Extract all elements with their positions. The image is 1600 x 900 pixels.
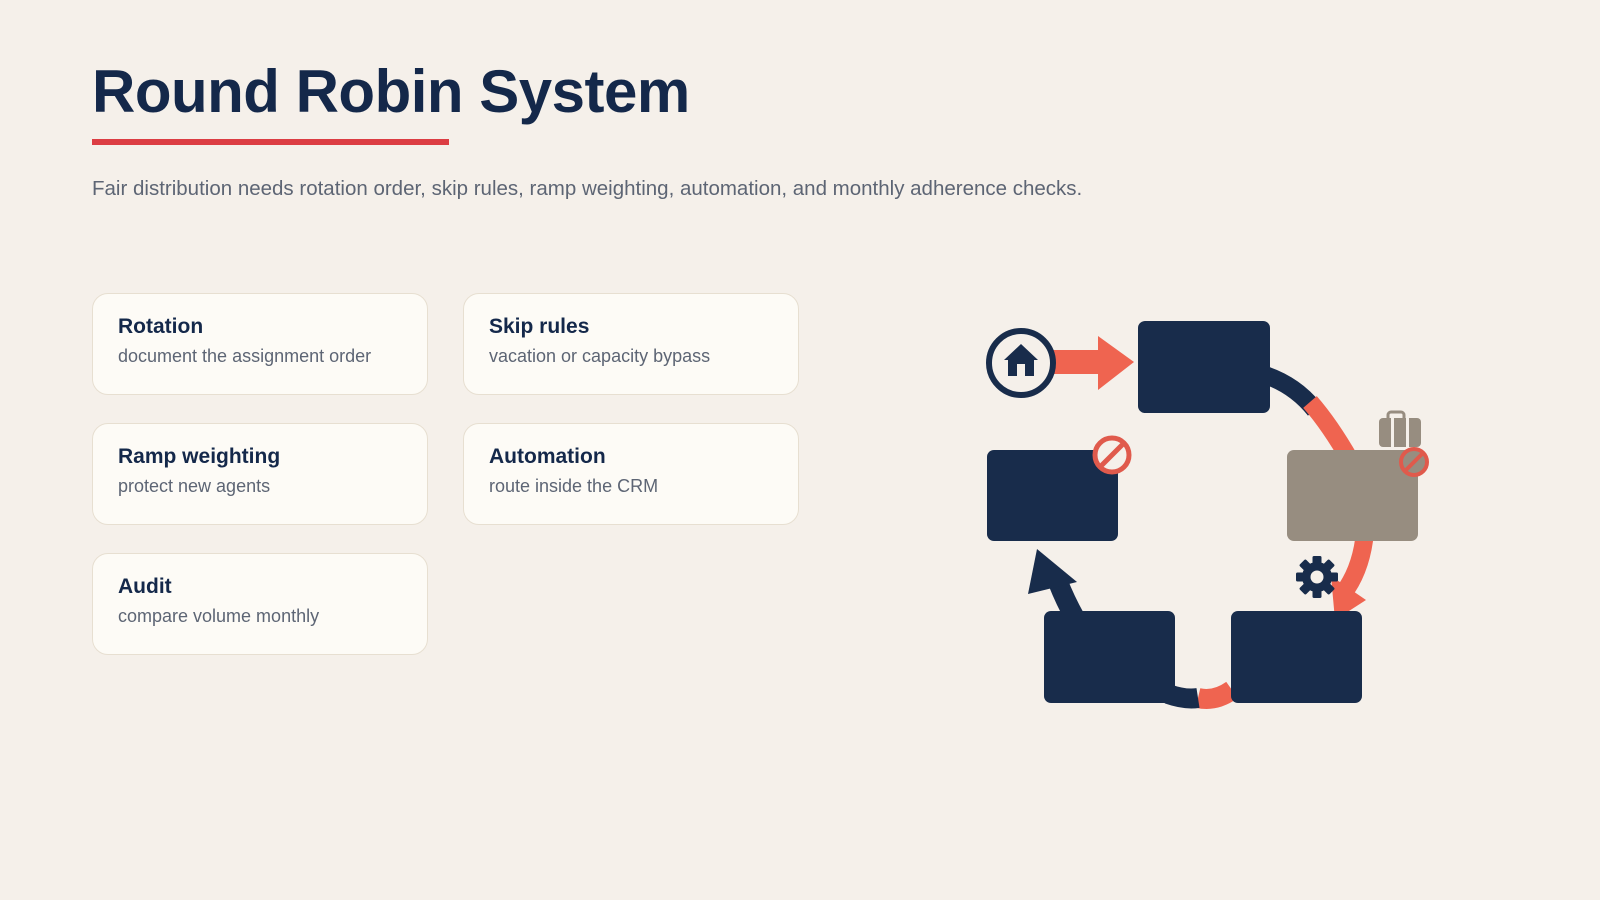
connector-bottom — [1195, 681, 1238, 709]
arrowhead-home — [1098, 336, 1134, 390]
card-title: Automation — [489, 445, 606, 468]
arrowhead-right-bottom — [1331, 576, 1366, 620]
card-description: compare volume monthly — [118, 606, 320, 626]
node-right — [1287, 450, 1418, 541]
gear-icon — [1296, 556, 1338, 598]
title-underline — [92, 139, 449, 145]
briefcase-icon — [1379, 410, 1421, 447]
node-left — [987, 450, 1118, 541]
card-description: document the assignment order — [118, 346, 372, 366]
card-rotation: Rotation document the assignment order — [92, 293, 428, 395]
card-title: Rotation — [118, 315, 204, 338]
card-description: route inside the CRM — [489, 476, 659, 496]
page-title: Round Robin System — [92, 58, 690, 125]
node-top — [1138, 321, 1270, 413]
card-description: vacation or capacity bypass — [489, 346, 711, 366]
page-subtitle: Fair distribution needs rotation order, … — [92, 177, 1083, 200]
home-icon — [986, 328, 1056, 398]
card-ramp-weighting: Ramp weighting protect new agents — [92, 423, 428, 525]
node-bottom-right — [1231, 611, 1362, 703]
card-title: Ramp weighting — [118, 445, 281, 468]
card-skip-rules: Skip rules vacation or capacity bypass — [463, 293, 799, 395]
card-title: Skip rules — [489, 315, 590, 338]
arrowhead-left-up — [1028, 549, 1077, 594]
card-audit: Audit compare volume monthly — [92, 553, 428, 655]
card-description: protect new agents — [118, 476, 271, 496]
no-entry-icon — [1399, 447, 1429, 477]
node-bottom-left — [1044, 611, 1175, 703]
card-title: Audit — [118, 575, 172, 598]
arrow-shaft-home — [1052, 350, 1102, 374]
card-automation: Automation route inside the CRM — [463, 423, 799, 525]
no-entry-icon — [1092, 435, 1132, 475]
